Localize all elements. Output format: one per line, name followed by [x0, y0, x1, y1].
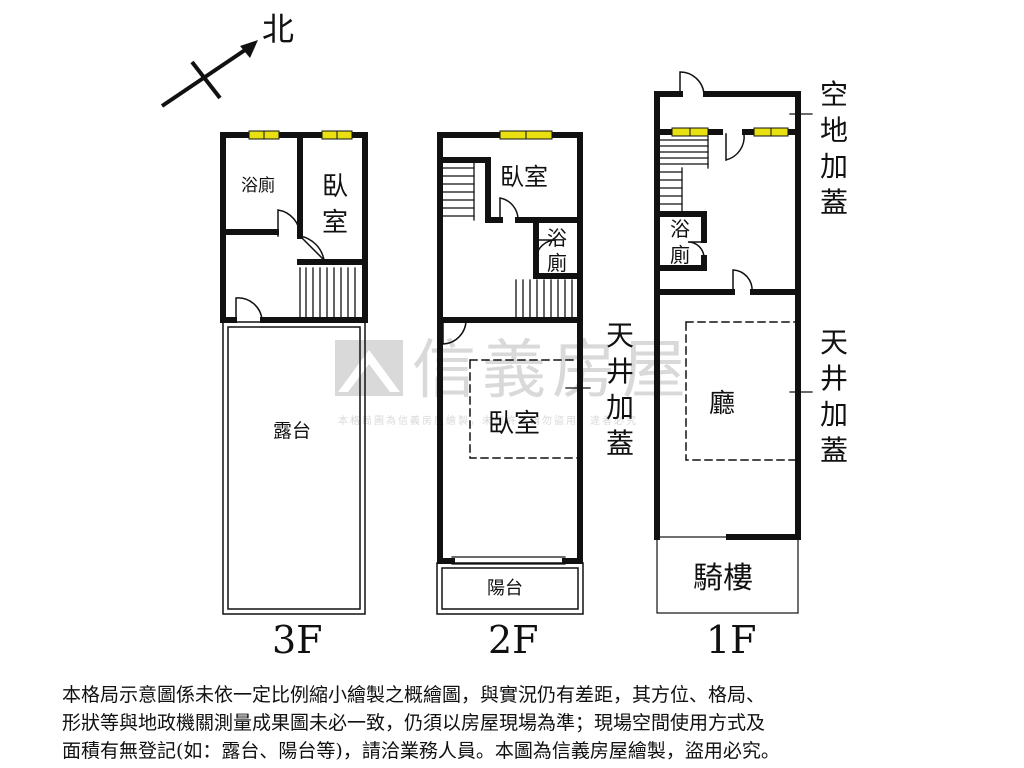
- walls-1f: [654, 91, 801, 540]
- doors-1f: [679, 71, 753, 293]
- room-arcade-1f: 騎樓: [693, 561, 753, 596]
- stairs-2f-bottom: [515, 279, 573, 319]
- stairs-3f: [299, 267, 356, 319]
- disclaimer-line: 本格局示意圖係未依一定比例縮小繪製之概繪圖，與實況仍有差距，其方位、格局、: [62, 684, 766, 706]
- windows-3f: [248, 130, 353, 140]
- terrace-3f: [222, 321, 366, 615]
- side-note-2f-char: 井: [606, 355, 634, 388]
- room-bath-1f-line2: 廁: [670, 243, 690, 267]
- balcony-2f: [436, 562, 584, 615]
- room-bath-3f: 浴廁: [241, 175, 275, 196]
- side-note-1f-right-char: 天: [820, 326, 848, 359]
- window-icon: [753, 127, 789, 137]
- side-note-1f-top-char: 蓋: [820, 186, 848, 219]
- watermark-brand: 信義房屋: [412, 334, 692, 408]
- disclaimer-line: 面積有無登記(如：露台、陽台等)，請洽業務人員。本圖為信義房屋繪製，盜用必究。: [62, 740, 780, 762]
- window-icon: [499, 130, 553, 140]
- brand-logo-icon: [335, 340, 403, 396]
- side-note-1f-top: 空 地 加 蓋: [820, 78, 848, 219]
- window-icon: [248, 130, 280, 140]
- side-note-2f-char: 天: [606, 319, 634, 352]
- side-note-1f-right-char: 加: [820, 398, 848, 431]
- watermark-small-text: 本格局圖為信義房屋繪製，未經許可請勿盜用，違者必究: [338, 414, 638, 427]
- disclaimer: 本格局示意圖係未依一定比例縮小繪製之概繪圖，與實況仍有差距，其方位、格局、 形狀…: [62, 681, 982, 765]
- side-note-2f: 天 井 加 蓋: [606, 319, 634, 460]
- window-icon: [321, 130, 353, 140]
- side-note-1f-top-char: 加: [820, 150, 848, 183]
- side-note-1f-right: 天 井 加 蓋: [820, 326, 848, 467]
- side-note-1f-top-char: 地: [820, 114, 848, 147]
- side-note-1f-right-char: 井: [820, 362, 848, 395]
- floor-1f: [654, 71, 813, 614]
- stairs-1f: [659, 135, 709, 213]
- doors-3f: [235, 209, 326, 321]
- window-icon: [671, 127, 709, 137]
- side-note-1f-right-char: 蓋: [820, 434, 848, 467]
- room-bedroom-3f-line2: 室: [322, 208, 348, 238]
- north-arrow-icon: [160, 40, 258, 108]
- arcade-1f: [656, 536, 799, 614]
- doors-2f: [442, 197, 566, 565]
- stairs-2f-top: [442, 162, 475, 221]
- room-bath-1f-line1: 浴: [670, 217, 690, 241]
- side-note-2f-char: 蓋: [606, 427, 634, 460]
- floor-label-2f: 2F: [488, 618, 539, 662]
- windows-2f: [499, 130, 553, 140]
- room-bath-2f-line2: 廁: [547, 251, 567, 275]
- room-terrace-3f: 露台: [273, 420, 311, 442]
- floor-label-3f: 3F: [272, 618, 323, 662]
- skylight-cover-1f: [685, 321, 799, 461]
- windows-1f: [671, 127, 789, 137]
- side-note-2f-char: 加: [606, 391, 634, 424]
- room-bedroom-2f-main: 臥室: [488, 409, 540, 439]
- room-bath-2f-line1: 浴: [547, 226, 567, 250]
- room-bedroom-2f-top: 臥室: [500, 163, 548, 191]
- room-balcony-2f: 陽台: [487, 578, 523, 599]
- floor-label-1f: 1F: [706, 618, 757, 662]
- north-label: 北: [262, 10, 294, 48]
- skylight-cover-2f: [469, 359, 581, 459]
- disclaimer-line: 形狀等與地政機關測量成果圖未必一致，仍須以房屋現場為準；現場空間使用方式及: [62, 712, 766, 734]
- watermark: 信義房屋 本格局圖為信義房屋繪製，未經許可請勿盜用，違者必究: [335, 334, 692, 427]
- side-note-1f-top-char: 空: [820, 78, 848, 111]
- room-bedroom-3f-line1: 臥: [322, 172, 348, 202]
- room-living-1f: 廳: [709, 389, 735, 419]
